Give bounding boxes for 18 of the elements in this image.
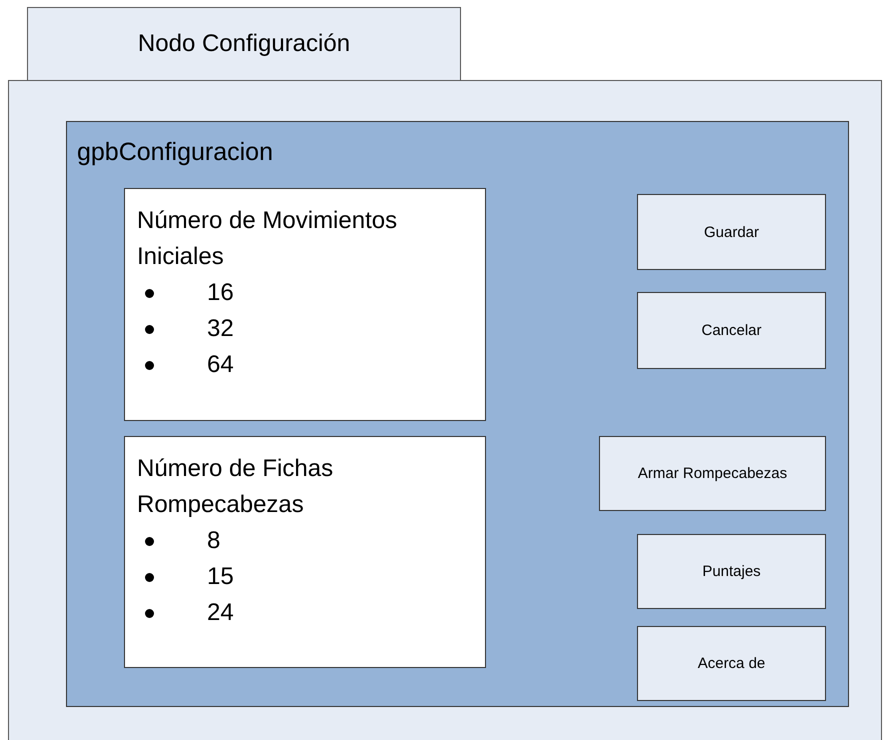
option-list-box (124, 436, 486, 668)
list-item: 64 (207, 351, 234, 378)
button: Armar Rompecabezas (599, 436, 826, 511)
group-box (66, 121, 849, 707)
list-item: 15 (207, 563, 234, 590)
panel-tab: Nodo Configuración (27, 7, 461, 81)
list-item: 32 (207, 315, 234, 342)
button: Puntajes (637, 534, 826, 609)
list-item: 16 (207, 279, 234, 306)
option-list-box (124, 188, 486, 421)
list-heading: Número de Fichas Rompecabezas (137, 454, 334, 520)
list-item: 24 (207, 599, 234, 626)
button: Acerca de (637, 626, 826, 701)
group-title: gpbConfiguracion (77, 138, 273, 167)
list-heading: Número de Movimientos Iniciales (137, 206, 398, 272)
list-item: 8 (207, 527, 220, 554)
button: Cancelar (637, 292, 826, 369)
button: Guardar (637, 194, 826, 270)
